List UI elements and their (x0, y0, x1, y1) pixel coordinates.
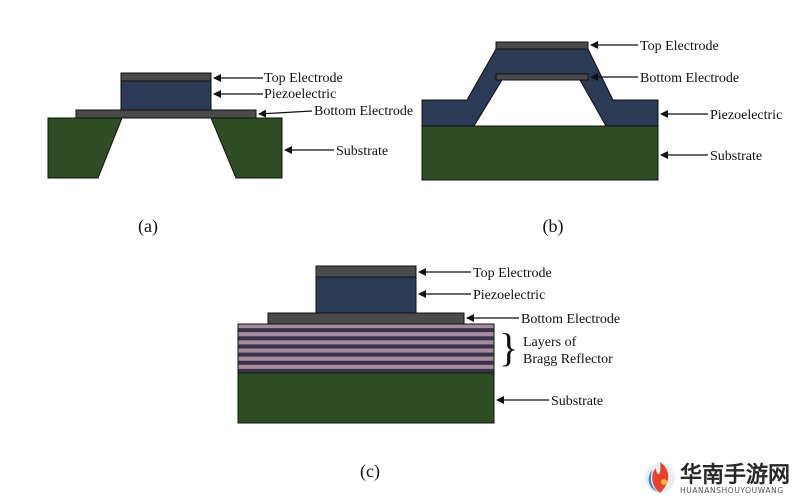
bragg-reflector (238, 324, 494, 374)
bragg-brace: } (499, 325, 518, 370)
label-bottom-electrode-a: Bottom Electrode (314, 104, 413, 119)
label-bottom-electrode-c: Bottom Electrode (521, 312, 620, 327)
label-substrate-c: Substrate (551, 394, 603, 409)
top-electrode-b (495, 41, 589, 50)
top-electrode-c (315, 265, 417, 278)
diagram-b: Top Electrode Bottom Electrode Piezoelec… (421, 39, 782, 237)
label-bottom-electrode-b: Bottom Electrode (640, 71, 739, 86)
caption-c: (c) (360, 461, 380, 482)
bottom-electrode-a (75, 109, 257, 119)
label-substrate-b: Substrate (710, 149, 762, 164)
bottom-electrode-c (267, 312, 465, 325)
bragg-layer (238, 332, 494, 337)
substrate-b (421, 125, 659, 181)
bragg-layer (238, 344, 494, 349)
label-substrate-a: Substrate (336, 144, 388, 159)
diagram-c: Top Electrode Piezoelectric Bottom Elect… (237, 265, 620, 482)
caption-b: (b) (543, 216, 564, 237)
substrate-c (237, 372, 495, 424)
watermark-domain: HUANANSHOUYOUWANG (680, 486, 784, 495)
arrow-bottom-electrode-a (258, 109, 313, 118)
bottom-electrode-b (495, 73, 589, 81)
flame-logo-icon (645, 462, 675, 493)
label-top-electrode-b: Top Electrode (640, 39, 719, 54)
bragg-layer (238, 368, 494, 374)
bragg-layer (238, 324, 494, 329)
substrate-a-right (210, 117, 283, 179)
bragg-layer (238, 352, 494, 357)
bragg-layer (238, 364, 494, 370)
label-top-electrode-a: Top Electrode (264, 71, 343, 86)
top-electrode-a (120, 72, 212, 82)
label-top-electrode-c: Top Electrode (473, 266, 552, 281)
label-piezoelectric-b: Piezoelectric (710, 108, 782, 123)
piezoelectric-a (120, 80, 212, 111)
bragg-layer (238, 340, 494, 345)
bragg-layer (238, 360, 494, 366)
bragg-layer (238, 356, 494, 361)
label-bragg-line1: Layers of (523, 335, 577, 350)
watermark-name: 华南手游网 (680, 462, 790, 488)
bragg-layer (238, 328, 494, 333)
diagram-a: Top Electrode Piezoelectric Bottom Elect… (47, 71, 413, 237)
substrate-a-left (47, 117, 123, 179)
piezoelectric-c (315, 276, 417, 314)
bragg-layer (238, 336, 494, 341)
bragg-layer (238, 348, 494, 353)
label-piezoelectric-c: Piezoelectric (473, 288, 545, 303)
label-piezoelectric-a: Piezoelectric (264, 87, 336, 102)
caption-a: (a) (138, 216, 158, 237)
label-bragg-line2: Bragg Reflector (523, 352, 613, 367)
piezoelectric-b (421, 48, 659, 127)
watermark: 华南手游网 HUANANSHOUYOUWANG (645, 462, 790, 495)
